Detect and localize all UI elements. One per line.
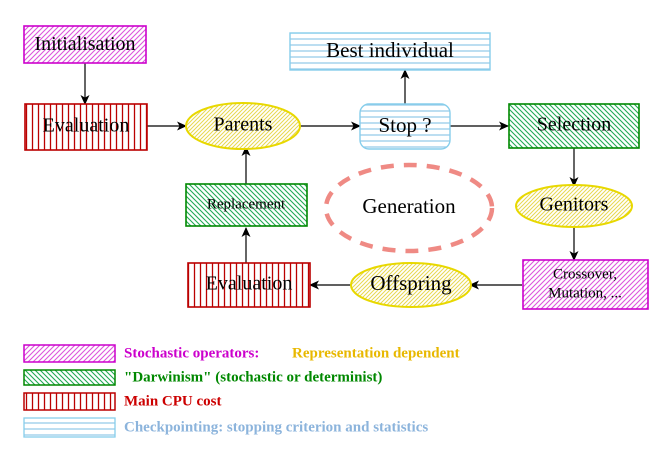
offspring-ellipse	[350, 262, 472, 308]
legend-label-darwinism: "Darwinism" (stochastic or determinist)	[124, 369, 382, 385]
evaluation-bottom-label: Evaluation	[206, 273, 293, 295]
generation-label: Generation	[362, 194, 456, 218]
legend-swatch-green	[23, 369, 116, 386]
stop-box	[359, 103, 451, 150]
best-individual-box	[289, 32, 491, 71]
offspring-label: Offspring	[370, 271, 452, 295]
legend-item-darwinism: "Darwinism" (stochastic or determinist)	[23, 369, 382, 386]
node-best-individual[interactable]: Best individual	[289, 32, 491, 71]
node-stop[interactable]: Stop ?	[359, 103, 451, 150]
crossover-label-line1: Crossover,	[553, 266, 617, 282]
legend-swatch-magenta	[23, 344, 116, 363]
node-parents[interactable]: Parents	[185, 102, 301, 150]
node-genitors[interactable]: Genitors	[515, 184, 633, 228]
node-evaluation-bottom[interactable]: Evaluation	[187, 262, 311, 308]
legend: Stochastic operators: Representation dep…	[23, 344, 460, 438]
stop-label: Stop ?	[378, 113, 431, 137]
selection-label: Selection	[537, 114, 611, 136]
generation-dashed-ellipse	[323, 162, 495, 254]
replacement-label: Replacement	[207, 196, 286, 212]
legend-label-checkpointing: Checkpointing: stopping criterion and st…	[124, 419, 428, 435]
legend-label-main-cpu-cost: Main CPU cost	[124, 393, 222, 409]
node-replacement[interactable]: Replacement	[185, 183, 308, 227]
best-individual-label: Best individual	[326, 38, 454, 62]
initialisation-box	[23, 25, 147, 64]
legend-swatch-red	[23, 392, 116, 411]
evaluation-top-label: Evaluation	[43, 115, 130, 137]
node-initialisation[interactable]: Initialisation	[23, 25, 147, 64]
node-generation: Generation	[323, 162, 495, 254]
legend-label-representation-dependent: Representation dependent	[292, 345, 460, 361]
legend-label-stochastic-operators: Stochastic operators:	[124, 345, 259, 361]
edge-group	[80, 63, 579, 290]
node-evaluation-top[interactable]: Evaluation	[24, 103, 148, 151]
initialisation-label: Initialisation	[34, 33, 135, 55]
evaluation-bottom-box	[187, 262, 311, 308]
legend-swatch-blue	[23, 417, 116, 438]
legend-item-checkpointing: Checkpointing: stopping criterion and st…	[23, 417, 428, 438]
parents-label: Parents	[214, 114, 273, 136]
legend-item-main-cpu-cost: Main CPU cost	[23, 392, 222, 411]
evaluation-top-box	[24, 103, 148, 151]
parents-ellipse	[185, 102, 301, 150]
genitors-label: Genitors	[540, 194, 609, 216]
crossover-box	[522, 259, 649, 310]
node-offspring[interactable]: Offspring	[350, 262, 472, 308]
selection-box	[508, 103, 640, 149]
genitors-ellipse	[515, 184, 633, 228]
replacement-box	[185, 183, 308, 227]
legend-item-stochastic-operators: Stochastic operators: Representation dep…	[23, 344, 460, 363]
node-selection[interactable]: Selection	[508, 103, 640, 149]
node-crossover-mutation[interactable]: Crossover, Mutation, ...	[522, 259, 649, 310]
crossover-label-line2: Mutation, ...	[548, 285, 622, 301]
